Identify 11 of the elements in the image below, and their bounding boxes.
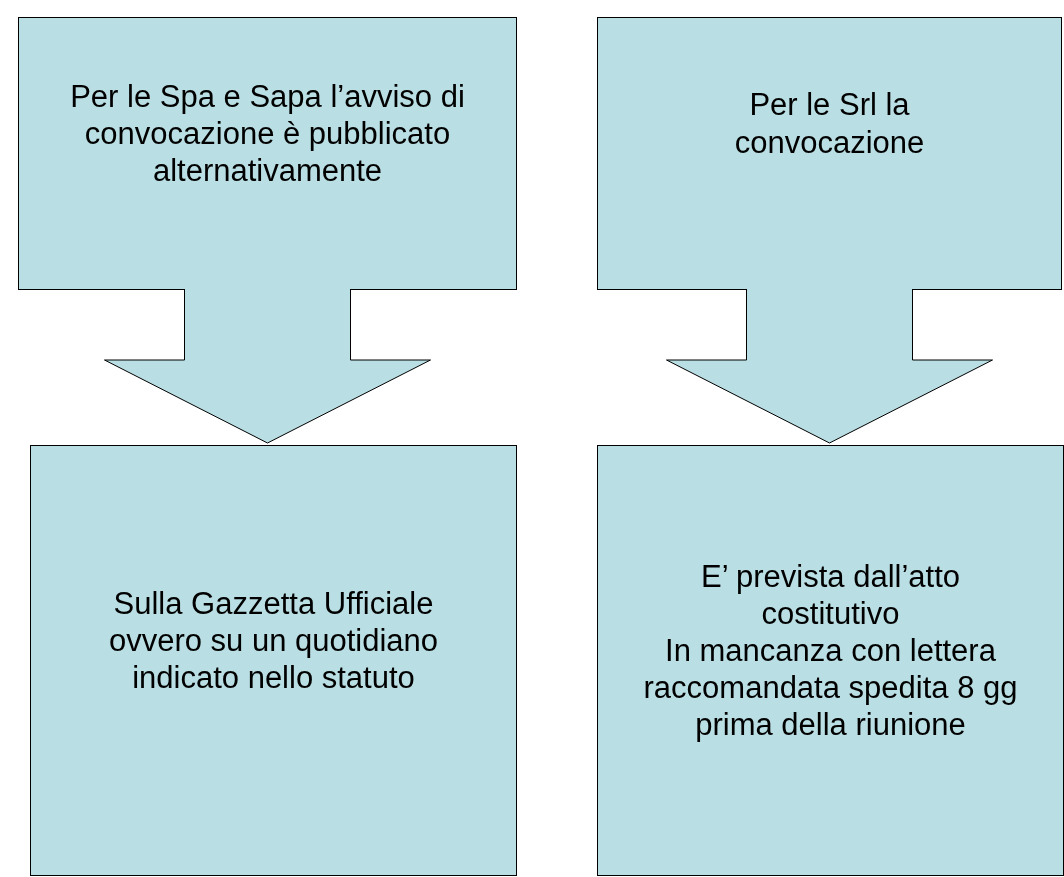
box-text: Per le Srl la convocazione xyxy=(733,86,926,161)
box-text: Per le Spa e Sapa l’avviso di convocazione è pubblicato alternativamente xyxy=(69,77,466,190)
process-box xyxy=(30,445,517,876)
process-box xyxy=(597,445,1064,876)
box-text: E’ prevista dall’atto costitutivo xyxy=(699,557,961,632)
box-text: In mancanza con lettera raccomandata spedita 8 gg prima della riunione xyxy=(642,631,1019,744)
block-arrow xyxy=(666,288,993,444)
block-arrow xyxy=(104,288,431,444)
process-box xyxy=(597,17,1062,290)
box-text: Sulla Gazzetta Ufficiale ovvero su un quotidiano indicato nello statuto xyxy=(107,584,440,697)
process-box xyxy=(18,17,517,290)
